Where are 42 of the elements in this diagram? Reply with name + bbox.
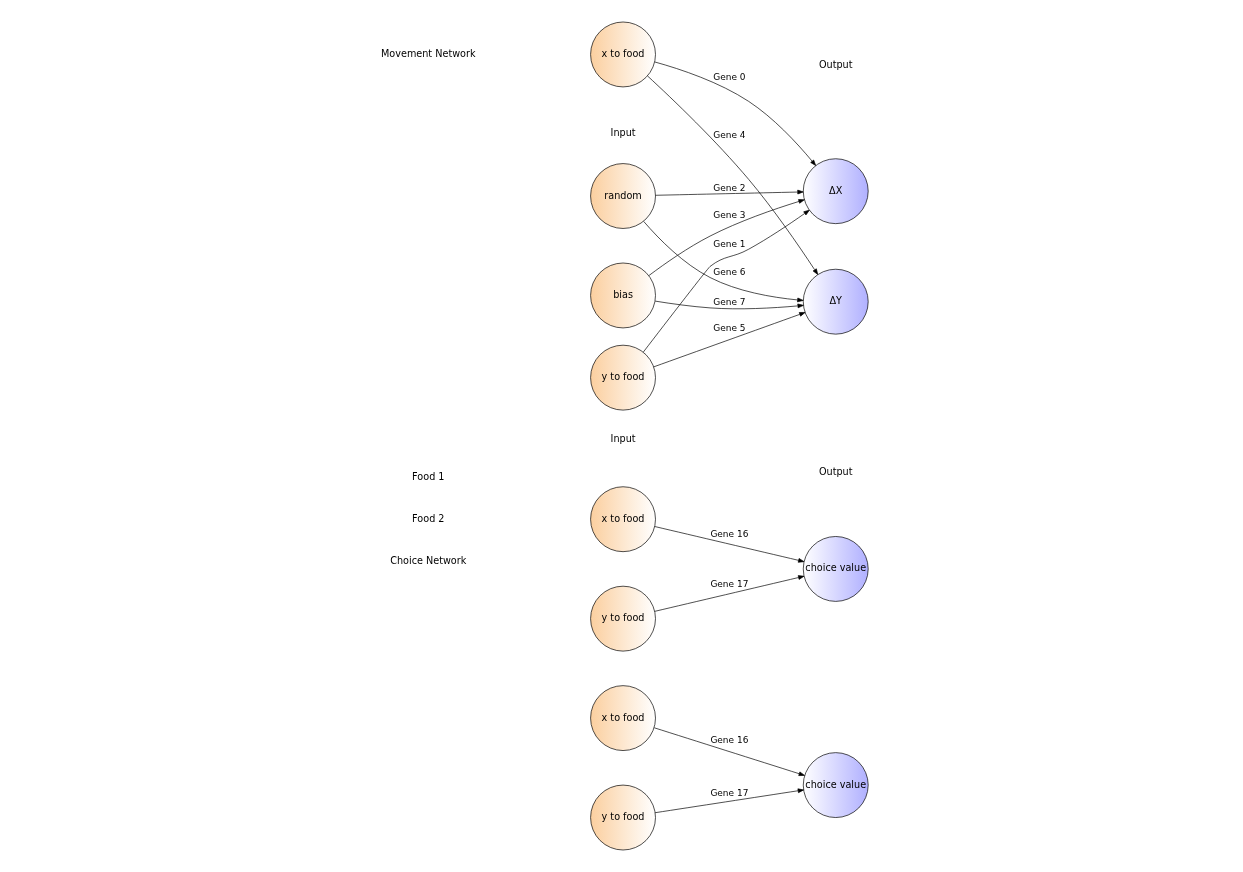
node-circle: random bbox=[589, 163, 656, 229]
arrow bbox=[646, 75, 818, 275]
arrow bbox=[653, 61, 816, 166]
label: Output bbox=[818, 59, 853, 71]
label: Choice Network bbox=[389, 554, 466, 566]
arrow bbox=[654, 300, 804, 310]
node-circle: choice value bbox=[802, 536, 869, 602]
arrow bbox=[652, 312, 805, 368]
arrow bbox=[654, 189, 804, 196]
node-circle: x to food bbox=[589, 685, 656, 751]
node-circle: x to food bbox=[589, 21, 656, 88]
arrow bbox=[642, 221, 803, 303]
label: Movement Network bbox=[380, 48, 476, 60]
edge-label: Gene 6 bbox=[712, 267, 745, 278]
label: Food 1 bbox=[411, 470, 444, 482]
arrow bbox=[654, 788, 804, 814]
node-circle: y to food bbox=[589, 784, 656, 851]
edge-label: Gene 2 bbox=[712, 182, 745, 193]
arrow bbox=[653, 575, 804, 612]
node-circle: y to food bbox=[589, 344, 656, 411]
edge-label: Gene 16 bbox=[709, 735, 748, 746]
label: Output bbox=[818, 465, 853, 477]
node-circle: y to food bbox=[589, 585, 656, 652]
edge-label: Gene 5 bbox=[712, 322, 745, 333]
label: Input bbox=[610, 127, 636, 139]
arrow bbox=[642, 209, 810, 353]
edge-label: Gene 17 bbox=[709, 579, 748, 590]
node-circle: x to food bbox=[589, 486, 656, 552]
node-circle: bias bbox=[589, 262, 656, 329]
edge-label: Gene 16 bbox=[709, 529, 748, 540]
edge-label: Gene 1 bbox=[712, 238, 745, 249]
arrow bbox=[653, 526, 804, 563]
label: Input bbox=[610, 433, 636, 445]
arrow bbox=[653, 727, 805, 776]
arrow bbox=[648, 199, 805, 276]
edge-label: Gene 4 bbox=[712, 129, 745, 140]
label: Food 2 bbox=[411, 512, 444, 524]
node-circle: choice value bbox=[802, 752, 869, 818]
edge-label: Gene 0 bbox=[712, 72, 745, 83]
edge-label: Gene 3 bbox=[712, 209, 745, 220]
edge-label: Gene 7 bbox=[712, 297, 745, 308]
edge-label: Gene 17 bbox=[709, 788, 748, 799]
